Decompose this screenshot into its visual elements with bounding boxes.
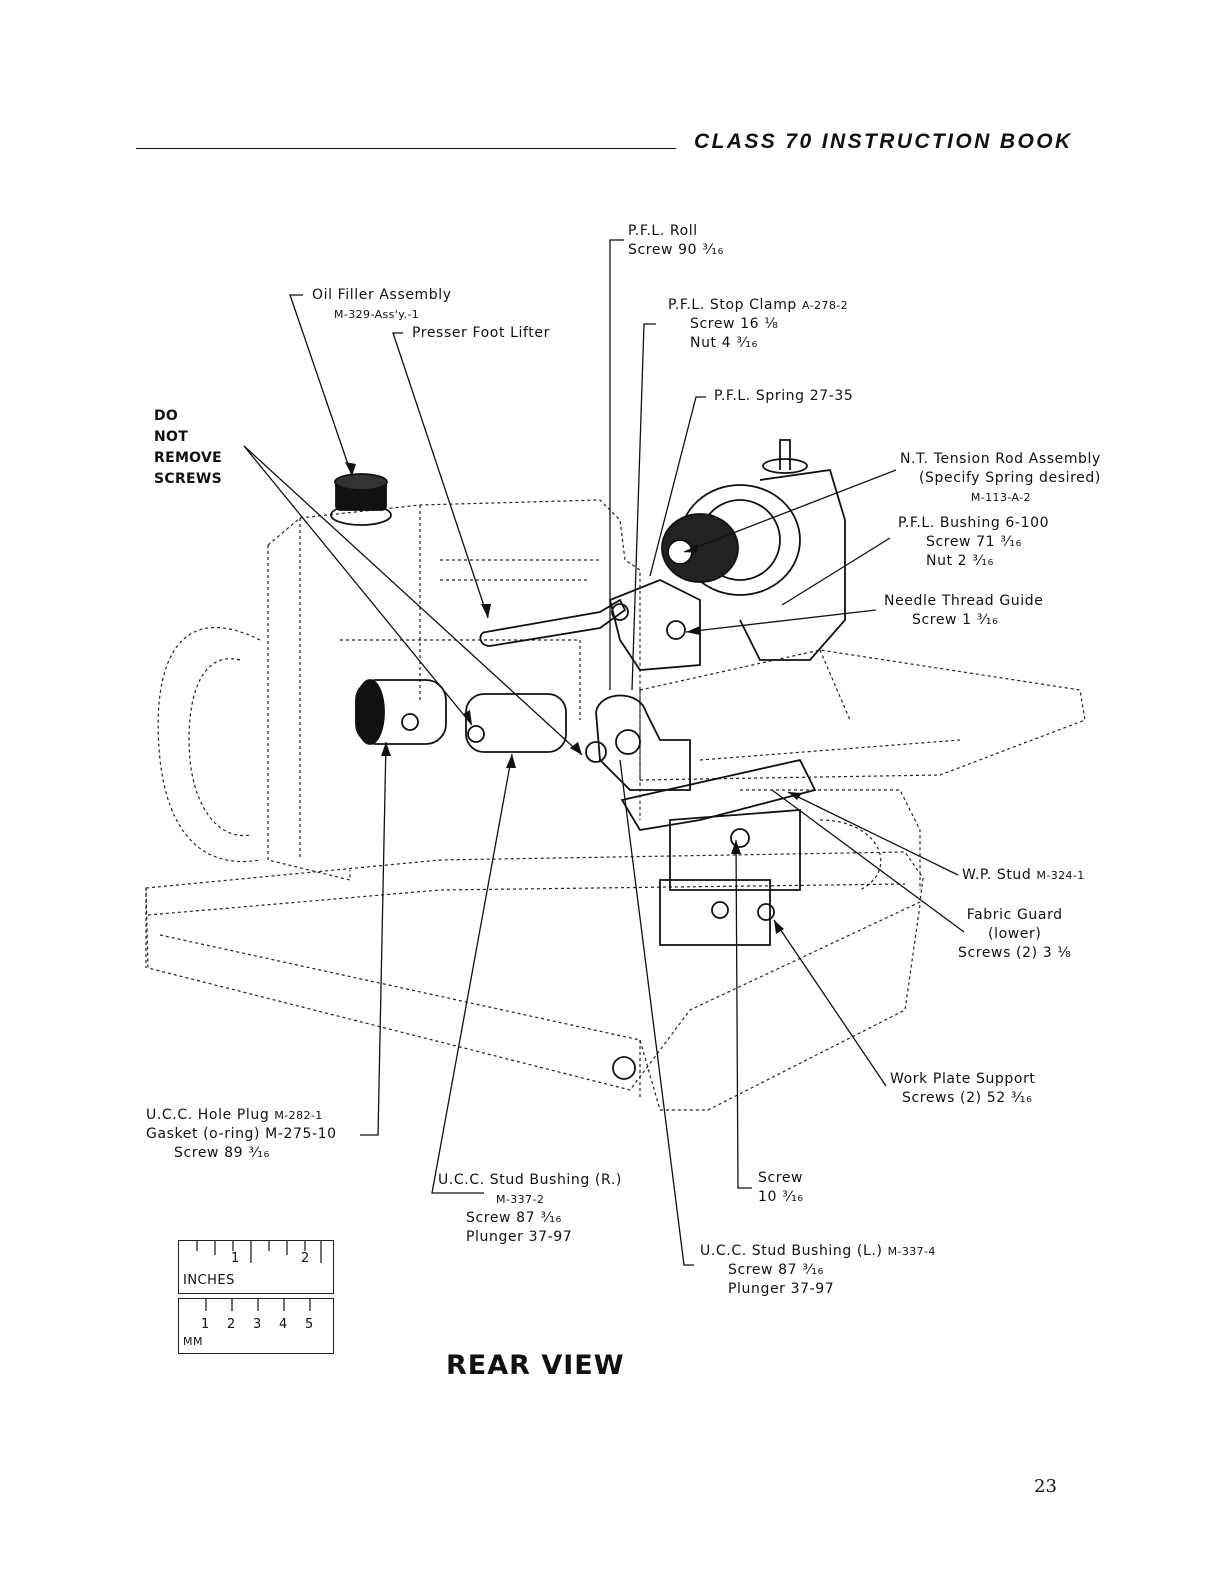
label-needle-thread-guide: Needle Thread Guide Screw 1 ³⁄₁₆ <box>884 593 1044 628</box>
mm-ruler-ticks <box>205 1299 311 1311</box>
inches-tick-1: 1 <box>231 1251 240 1266</box>
do-not-remove-screws-warning: DO NOT REMOVE SCREWS <box>154 408 223 487</box>
inches-ruler: 1 2 INCHES <box>178 1240 334 1294</box>
leader-lines <box>243 239 965 1266</box>
mm-tick-2: 2 <box>227 1317 236 1332</box>
header-rule <box>136 148 676 149</box>
label-ucc-hole-plug: U.C.C. Hole Plug M-282-1 Gasket (o-ring)… <box>146 1107 337 1161</box>
label-oil-filler-assembly: Oil Filler Assembly M-329-Ass'y.-1 <box>312 287 452 321</box>
label-ucc-stud-bushing-l: U.C.C. Stud Bushing (L.) M-337-4 Screw 8… <box>700 1243 936 1297</box>
label-fabric-guard: Fabric Guard (lower) Screws (2) 3 ⅛ <box>958 907 1072 961</box>
label-pfl-stop-clamp: P.F.L. Stop Clamp A-278-2 Screw 16 ⅛ Nut… <box>668 297 849 351</box>
label-ucc-stud-bushing-r: U.C.C. Stud Bushing (R.) M-337-2 Screw 8… <box>438 1172 622 1245</box>
mm-tick-1: 1 <box>201 1317 210 1332</box>
label-presser-foot-lifter: Presser Foot Lifter <box>412 325 550 341</box>
label-pfl-roll: P.F.L. Roll Screw 90 ³⁄₁₆ <box>628 223 724 258</box>
mm-tick-5: 5 <box>305 1317 314 1332</box>
inches-unit: INCHES <box>183 1273 235 1288</box>
inches-tick-2: 2 <box>301 1251 310 1266</box>
mm-tick-4: 4 <box>279 1317 288 1332</box>
machine-parts <box>330 439 846 1080</box>
mm-tick-3: 3 <box>253 1317 262 1332</box>
label-wp-stud: W.P. Stud M-324-1 <box>962 867 1085 883</box>
label-screw-10: Screw 10 ³⁄₁₆ <box>758 1170 804 1205</box>
label-nt-tension-rod-assembly: N.T. Tension Rod Assembly (Specify Sprin… <box>900 451 1101 504</box>
inches-ruler-ticks <box>196 1241 322 1263</box>
label-pfl-spring: P.F.L. Spring 27-35 <box>714 388 854 404</box>
mm-ruler: 1 2 3 4 5 MM <box>178 1298 334 1354</box>
label-work-plate-support: Work Plate Support Screws (2) 52 ³⁄₁₆ <box>890 1071 1036 1106</box>
mm-unit: MM <box>183 1335 203 1348</box>
page-header-title: CLASS 70 INSTRUCTION BOOK <box>694 130 1073 153</box>
label-pfl-bushing: P.F.L. Bushing 6-100 Screw 71 ³⁄₁₆ Nut 2… <box>898 515 1050 569</box>
rear-view-caption: REAR VIEW <box>446 1350 625 1381</box>
page-number: 23 <box>1034 1476 1057 1497</box>
leader-arrowheads <box>345 462 802 934</box>
